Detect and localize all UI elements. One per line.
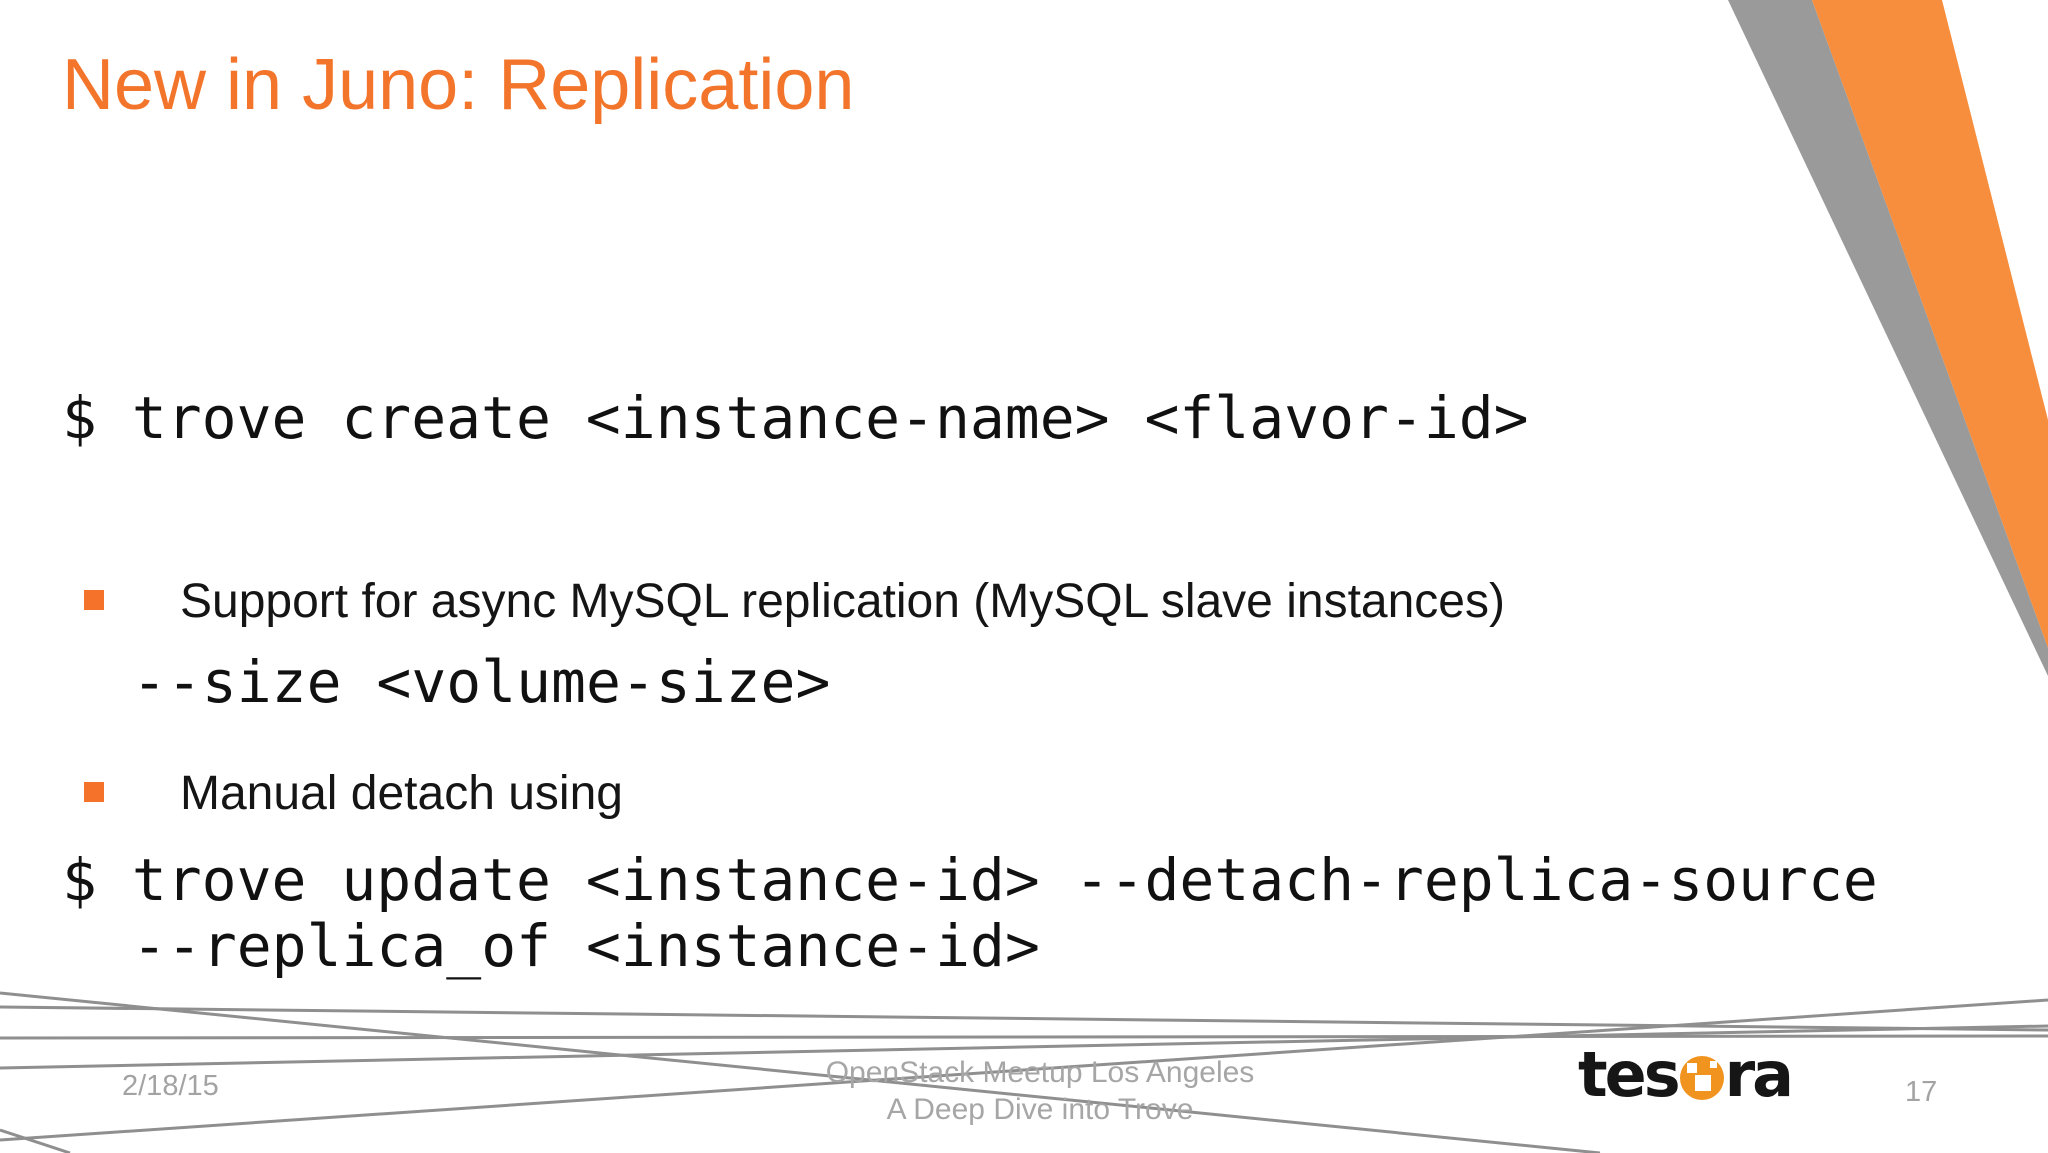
logo-text-left: tes bbox=[1578, 1038, 1681, 1111]
footer-event-line1: OpenStack Meetup Los Angeles bbox=[825, 1056, 1255, 1089]
footer-event-title: OpenStack Meetup Los Angeles A Deep Dive… bbox=[690, 1054, 1390, 1128]
bullet-text: Manual detach using bbox=[180, 767, 623, 820]
logo-text-right: ra bbox=[1724, 1038, 1794, 1111]
footer-event-line2: A Deep Dive into Trove bbox=[886, 1093, 1194, 1126]
page-number: 17 bbox=[1905, 1076, 1938, 1108]
bullet-item-async-replication: Support for async MySQL replication (MyS… bbox=[84, 572, 1505, 632]
code-line: $ trove create <instance-name> <flavor-i… bbox=[62, 384, 1529, 452]
bullet-square-icon bbox=[84, 590, 104, 610]
logo-orange-o-icon bbox=[1679, 1056, 1724, 1100]
orange-stripe bbox=[1812, 0, 2048, 648]
tesora-logo: tes ra bbox=[1578, 1038, 1794, 1111]
bullet-text: Support for async MySQL replication (MyS… bbox=[180, 575, 1505, 628]
code-block-update: $ trove update <instance-id> --detach-re… bbox=[62, 846, 1878, 914]
code-line: --size <volume-size> bbox=[132, 648, 831, 716]
bullet-square-icon bbox=[84, 782, 104, 802]
bullet-item-manual-detach: Manual detach using bbox=[84, 764, 623, 824]
code-line: --replica_of <instance-id> bbox=[132, 912, 1040, 980]
slide-title: New in Juno: Replication bbox=[62, 45, 855, 125]
footer-date: 2/18/15 bbox=[122, 1070, 219, 1102]
gray-stripe bbox=[1728, 0, 2048, 676]
code-block-create: $ trove create <instance-name> <flavor-i… bbox=[62, 198, 1529, 1153]
